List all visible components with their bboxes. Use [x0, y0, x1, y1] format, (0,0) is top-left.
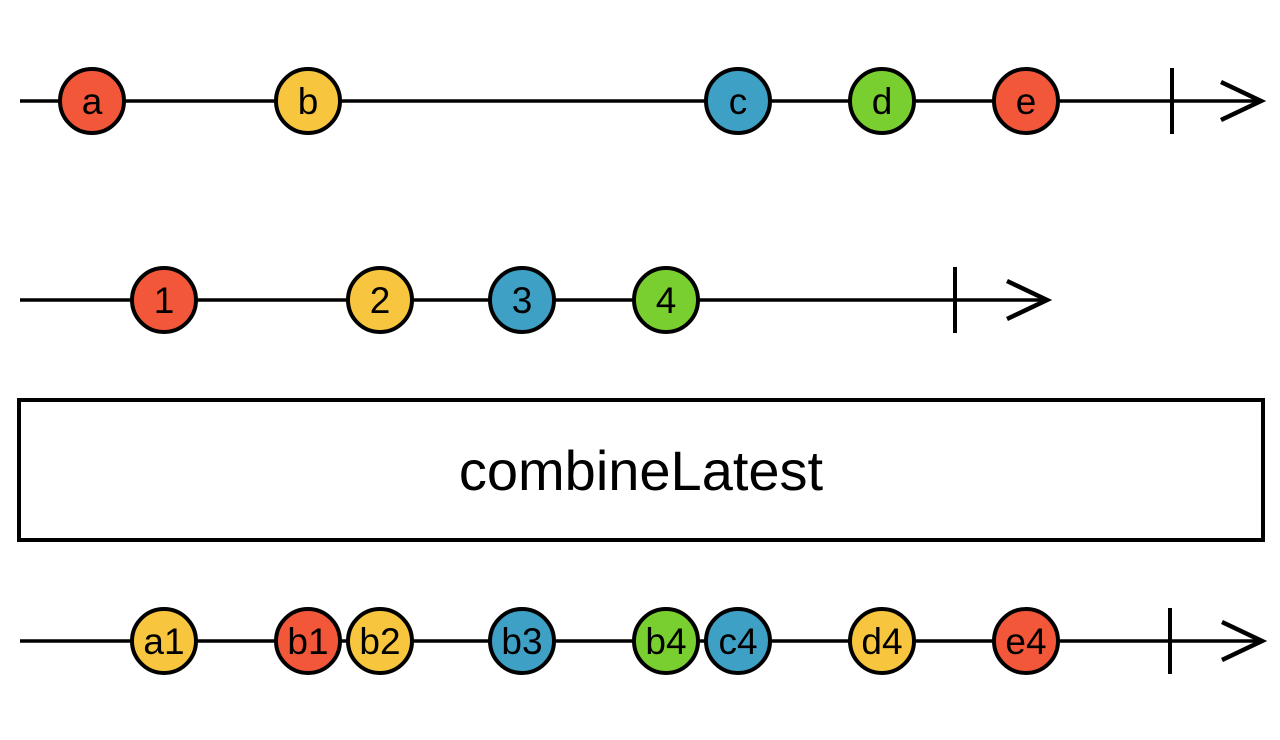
marble-2[interactable]: 2 — [346, 266, 414, 334]
arrowhead-icon — [1220, 79, 1267, 123]
marble-label: c — [729, 81, 748, 122]
marble-1[interactable]: 1 — [130, 266, 198, 334]
output-stream: a1 b1 b2 b3 b4 c4 d4 e4 — [20, 607, 1268, 675]
marble-label: c4 — [718, 621, 757, 662]
input-stream-2: 1 2 3 4 — [20, 266, 1053, 334]
marble-circle — [274, 67, 342, 135]
marble-3[interactable]: 3 — [488, 266, 556, 334]
arrowhead-icon — [1006, 278, 1053, 322]
marble-d[interactable]: d — [848, 67, 916, 135]
marble-a1: a1 — [130, 607, 198, 675]
marble-label: 1 — [154, 280, 175, 321]
operator-box: combineLatest — [17, 398, 1265, 542]
marble-b[interactable]: b — [274, 67, 342, 135]
operator-label: combineLatest — [459, 439, 824, 502]
marble-circle — [274, 607, 342, 675]
marble-d4: d4 — [848, 607, 916, 675]
marble-label: a — [82, 81, 103, 122]
marble-circle — [992, 67, 1060, 135]
marble-circle — [632, 607, 700, 675]
marble-b3: b3 — [488, 607, 556, 675]
marble-circle — [848, 67, 916, 135]
marble-circle — [58, 67, 126, 135]
marble-label: e — [1016, 81, 1037, 122]
marble-b2: b2 — [346, 607, 414, 675]
marble-circle — [346, 266, 414, 334]
arrowhead-icon — [1221, 619, 1268, 663]
marble-label: b3 — [501, 621, 542, 662]
marble-circle — [130, 607, 198, 675]
marble-circle — [130, 266, 198, 334]
marble-circle — [704, 67, 772, 135]
marble-label: 3 — [512, 280, 533, 321]
marble-label: b2 — [359, 621, 400, 662]
marble-circle — [992, 607, 1060, 675]
marble-label: a1 — [143, 621, 184, 662]
marble-e[interactable]: e — [992, 67, 1060, 135]
marble-c4: c4 — [704, 607, 772, 675]
marble-circle — [488, 607, 556, 675]
marble-label: e4 — [1005, 621, 1046, 662]
marble-circle — [704, 607, 772, 675]
marble-label: b4 — [645, 621, 686, 662]
marble-circle — [488, 266, 556, 334]
marble-circle — [346, 607, 414, 675]
marble-circle — [632, 266, 700, 334]
marble-label: 2 — [370, 280, 391, 321]
marble-label: b1 — [287, 621, 328, 662]
input-stream-1: a b c d e — [20, 67, 1267, 135]
marble-label: d4 — [861, 621, 902, 662]
marble-c[interactable]: c — [704, 67, 772, 135]
marble-label: d — [872, 81, 893, 122]
marble-b1: b1 — [274, 607, 342, 675]
marble-4[interactable]: 4 — [632, 266, 700, 334]
marble-e4: e4 — [992, 607, 1060, 675]
marble-circle — [848, 607, 916, 675]
marble-label: 4 — [656, 280, 677, 321]
marble-a[interactable]: a — [58, 67, 126, 135]
operator-box-rect — [17, 398, 1265, 542]
marble-b4: b4 — [632, 607, 700, 675]
marble-label: b — [298, 81, 319, 122]
